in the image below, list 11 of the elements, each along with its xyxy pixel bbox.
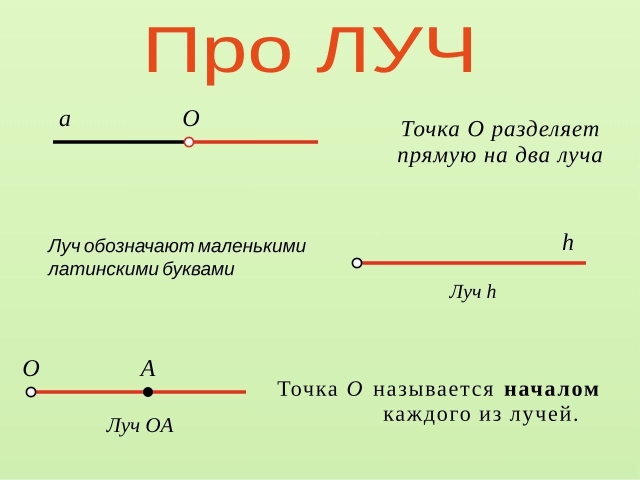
ray-label: a	[60, 114, 70, 126]
note: Луч обозначают маленькими латинскими буквами	[47, 238, 306, 280]
caption: Луч h	[449, 284, 496, 302]
point-label: O	[184, 110, 200, 126]
note: Точка O разделяет прямую на два луча	[398, 120, 602, 168]
point-label: O	[24, 360, 40, 376]
ray-label: h	[562, 233, 573, 250]
caption: Луч OA	[106, 418, 174, 437]
note: Точка O называется началом каждого из лучей.	[278, 381, 598, 426]
point-label: A	[139, 360, 156, 376]
title: Про ЛУЧ	[148, 27, 472, 86]
